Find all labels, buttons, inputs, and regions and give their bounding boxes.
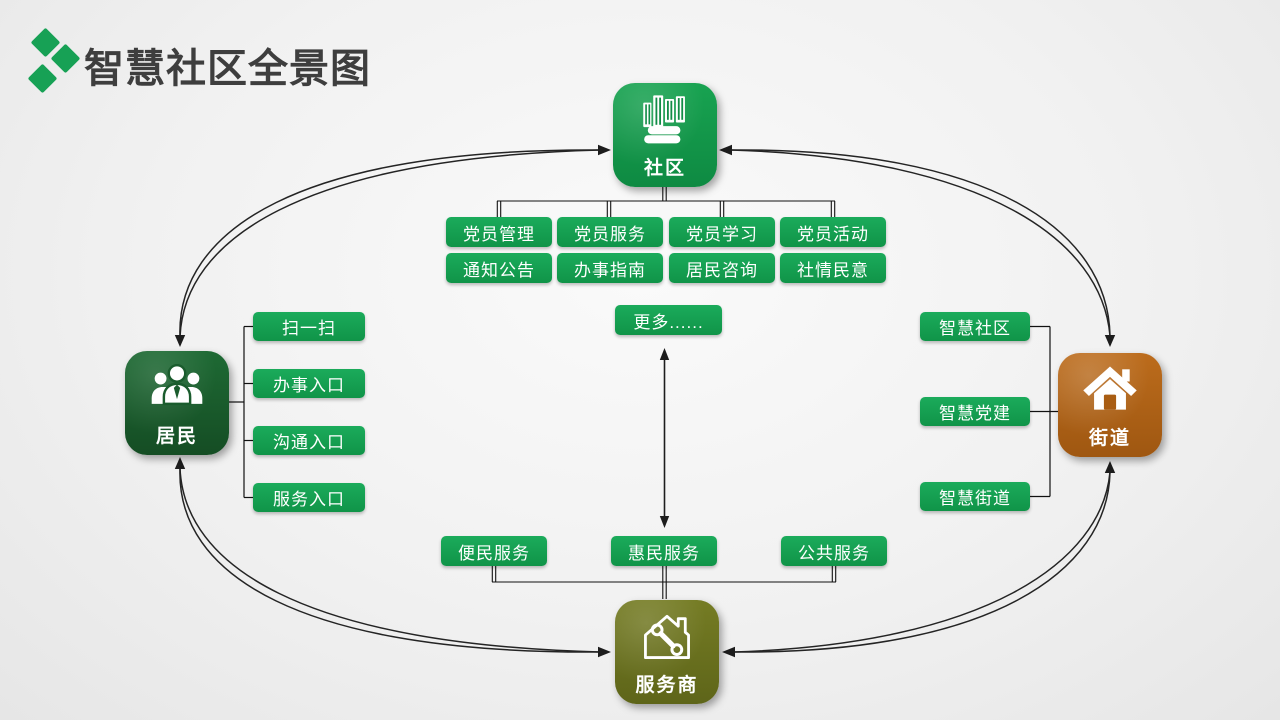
box-affairs-entry: 办事入口 bbox=[253, 369, 365, 398]
house-icon bbox=[1083, 366, 1137, 410]
box-notice: 通知公告 bbox=[446, 253, 552, 283]
box-service-entry: 服务入口 bbox=[253, 483, 365, 512]
box-party-manage: 党员管理 bbox=[446, 217, 552, 247]
node-provider-label: 服务商 bbox=[635, 675, 699, 696]
box-public-service: 公共服务 bbox=[781, 536, 887, 566]
node-residents: 居民 bbox=[125, 351, 229, 455]
street-bracket bbox=[1030, 325, 1058, 498]
more-services-arrow bbox=[659, 348, 670, 528]
house-wrench-icon bbox=[644, 614, 690, 659]
buildings-icon bbox=[643, 95, 685, 144]
box-smart-community: 智慧社区 bbox=[920, 312, 1030, 341]
box-party-service: 党员服务 bbox=[557, 217, 663, 247]
box-scan: 扫一扫 bbox=[253, 312, 365, 341]
residents-bracket bbox=[229, 325, 253, 499]
box-consult: 居民咨询 bbox=[669, 253, 775, 283]
box-guide: 办事指南 bbox=[557, 253, 663, 283]
box-communicate-entry: 沟通入口 bbox=[253, 426, 365, 455]
node-community-label: 社区 bbox=[643, 158, 686, 179]
people-group-icon bbox=[151, 363, 203, 406]
box-benefit-service: 惠民服务 bbox=[611, 536, 717, 566]
page-title: 智慧社区全景图 bbox=[84, 47, 371, 91]
node-provider: 服务商 bbox=[615, 600, 719, 704]
logo-diamond-icon bbox=[27, 63, 58, 93]
box-party-activity: 党员活动 bbox=[780, 217, 886, 247]
box-convenience-service: 便民服务 bbox=[441, 536, 547, 566]
box-smart-street: 智慧街道 bbox=[920, 482, 1030, 511]
box-party-study: 党员学习 bbox=[669, 217, 775, 247]
node-street: 街道 bbox=[1058, 353, 1162, 457]
node-street-label: 街道 bbox=[1088, 428, 1131, 449]
node-community: 社区 bbox=[613, 83, 717, 187]
community-tree bbox=[496, 187, 836, 217]
box-more: 更多...... bbox=[615, 305, 722, 335]
provider-tree bbox=[491, 566, 837, 599]
box-smart-party: 智慧党建 bbox=[920, 397, 1030, 426]
box-opinion: 社情民意 bbox=[780, 253, 886, 283]
node-residents-label: 居民 bbox=[155, 426, 198, 447]
